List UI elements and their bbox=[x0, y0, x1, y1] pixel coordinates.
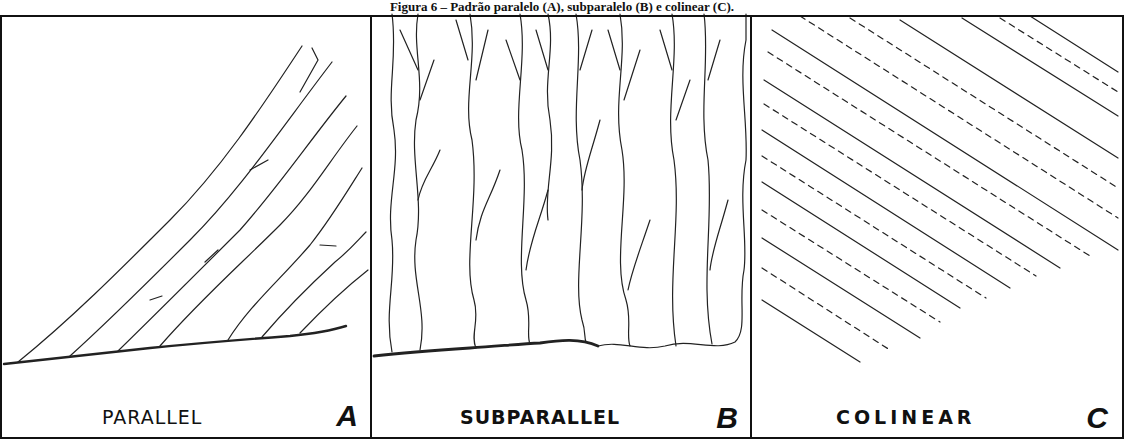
panel-letter: B bbox=[716, 403, 738, 433]
pattern-name: PARALLEL bbox=[102, 408, 202, 427]
pattern-panel: SUBPARALLEL B bbox=[370, 15, 752, 439]
pattern-name: COLINEAR bbox=[836, 408, 976, 427]
panel-letter: C bbox=[1086, 403, 1108, 433]
pattern-panel: PARALLEL A bbox=[0, 15, 372, 439]
pattern-panel: COLINEAR C bbox=[750, 15, 1124, 439]
figure-title: Figura 6 – Padrão paralelo (A), subparal… bbox=[0, 0, 1124, 13]
panel-letter: A bbox=[336, 401, 358, 431]
pattern-name: SUBPARALLEL bbox=[460, 408, 620, 427]
